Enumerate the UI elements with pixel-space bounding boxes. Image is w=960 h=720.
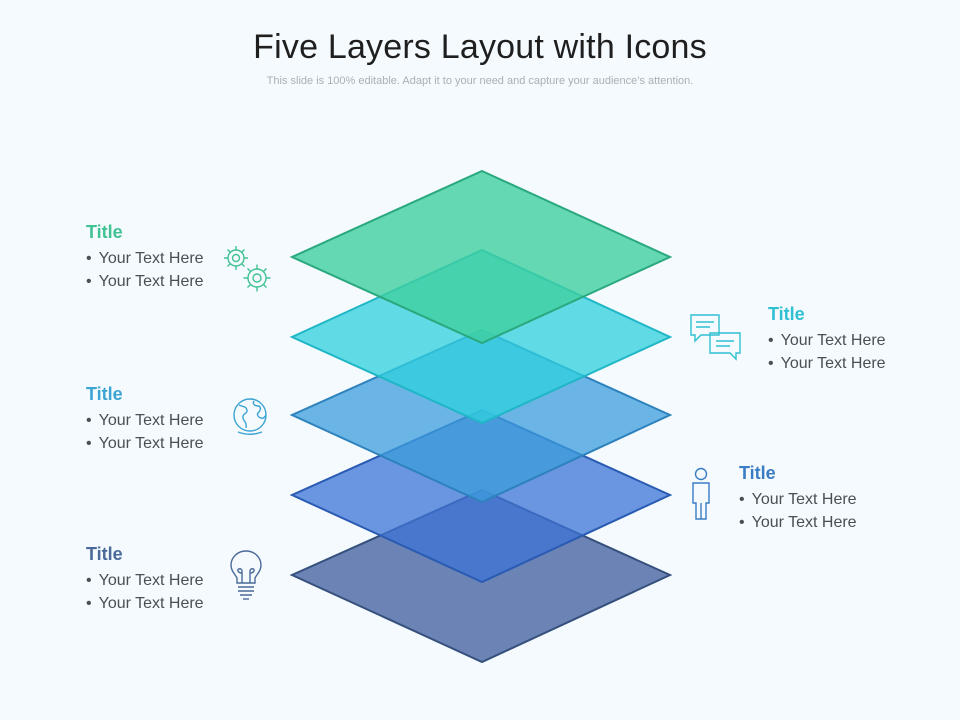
layer-1-text-block: Title Your Text Here Your Text Here xyxy=(86,222,256,293)
layer-1 xyxy=(289,169,673,345)
globe-icon xyxy=(233,398,267,435)
layer-5-text-block: Title Your Text Here Your Text Here xyxy=(86,544,256,615)
slide-subtitle: This slide is 100% editable. Adapt it to… xyxy=(266,75,694,87)
layer-4-bullet-1: Your Text Here xyxy=(739,488,909,511)
layer-3-title: Title xyxy=(86,384,123,404)
layer-5-title: Title xyxy=(86,544,123,564)
layer-5-bullet-1: Your Text Here xyxy=(86,569,256,592)
layer-1-title: Title xyxy=(86,222,123,242)
layer-5-bullet-2: Your Text Here xyxy=(86,592,256,615)
layer-3-bullet-2: Your Text Here xyxy=(86,432,256,455)
layer-1-bullet-2: Your Text Here xyxy=(86,270,256,293)
gears-icon xyxy=(224,246,271,292)
layer-2-title: Title xyxy=(768,304,805,324)
layer-4-title: Title xyxy=(739,463,776,483)
layer-2-text-block: Title Your Text Here Your Text Here xyxy=(768,304,938,375)
slide-title: Five Layers Layout with Icons xyxy=(253,28,707,66)
layer-4-bullet-2: Your Text Here xyxy=(739,511,909,534)
person-icon xyxy=(692,467,710,520)
layer-3-bullet-1: Your Text Here xyxy=(86,409,256,432)
layer-1-bullet-1: Your Text Here xyxy=(86,247,256,270)
layer-4-text-block: Title Your Text Here Your Text Here xyxy=(739,463,909,534)
chat-bubbles-icon xyxy=(690,314,741,361)
lightbulb-icon xyxy=(230,550,262,600)
layer-2-bullet-2: Your Text Here xyxy=(768,352,938,375)
layer-3-text-block: Title Your Text Here Your Text Here xyxy=(86,384,256,455)
layer-2-bullet-1: Your Text Here xyxy=(768,329,938,352)
